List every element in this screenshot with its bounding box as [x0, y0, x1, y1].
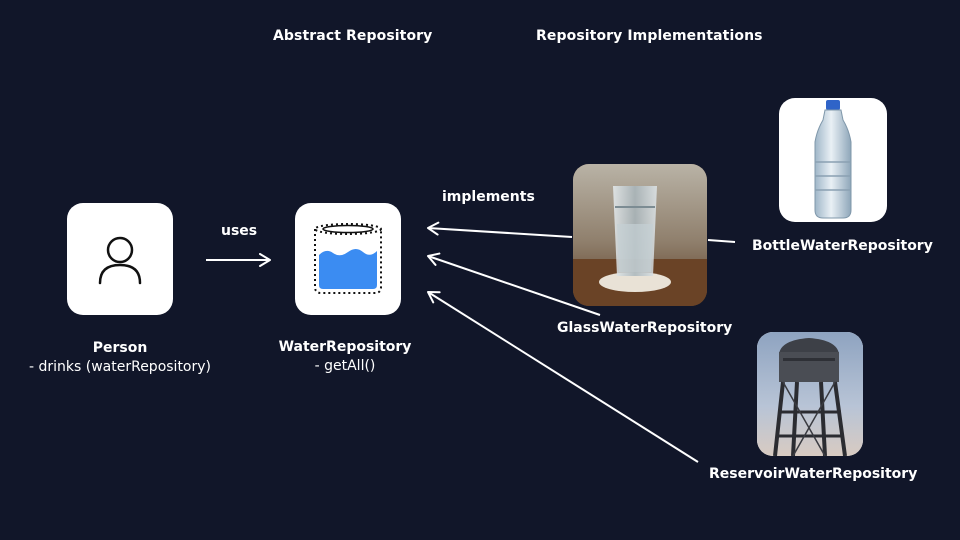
implements-arrow-bottle [707, 239, 736, 243]
water-repository-card [295, 203, 401, 315]
bottle-water-repository-label: BottleWaterRepository [752, 238, 933, 254]
implements-arrow-glass-label [427, 252, 601, 316]
implements-label: implements [442, 189, 535, 205]
header-abstract-repository: Abstract Repository [273, 28, 433, 44]
person-label: Person - drinks (waterRepository) [20, 339, 220, 377]
water-bottle-photo-image [814, 100, 852, 219]
person-card [67, 203, 173, 315]
water-container-icon [314, 223, 382, 294]
reservoir-water-repository-label: ReservoirWaterRepository [709, 466, 918, 482]
implements-arrow-reservoir [427, 291, 699, 463]
water-tower-photo-image [757, 332, 863, 456]
glass-water-repository-label: GlassWaterRepository [557, 320, 733, 336]
water-repository-detail: - getAll() [314, 358, 376, 374]
implements-arrow-glass [427, 221, 573, 238]
water-repository-label: WaterRepository - getAll() [260, 338, 430, 376]
glass-of-water-photo [573, 164, 707, 306]
glass-of-water-photo-image [573, 164, 707, 306]
water-bottle-photo [779, 98, 887, 222]
person-detail: - drinks (waterRepository) [28, 359, 211, 375]
water-repository-name: WaterRepository [278, 339, 412, 355]
uses-label: uses [221, 223, 258, 239]
water-tower-photo [757, 332, 863, 456]
header-repository-implementations: Repository Implementations [536, 28, 763, 44]
person-name: Person [92, 340, 148, 356]
user-icon [98, 236, 142, 285]
